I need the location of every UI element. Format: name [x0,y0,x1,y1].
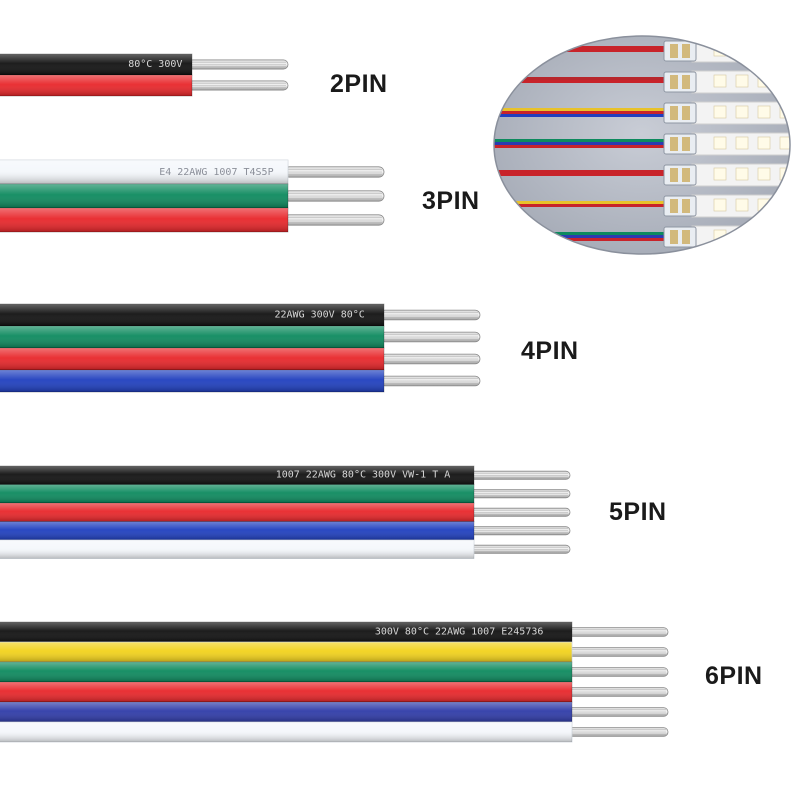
cable-4pin: 22AWG 300V 80°C [0,303,481,393]
cable-label-6pin: 6PIN [705,662,763,690]
cable-label-4pin: 4PIN [521,337,579,365]
cable-print-marking: 22AWG 300V 80°C [274,310,364,321]
strip-connector [663,133,697,155]
strip-connector [663,40,697,62]
strip-connector [663,164,697,186]
cable-print-marking: 300V 80°C 22AWG 1007 E245736 [375,626,544,637]
cable-5pin: 1007 22AWG 80°C 300V VW-1 T A [0,465,571,559]
strip-connector [663,226,697,248]
cable-2pin: 80°C 300V [0,53,289,97]
cable-print-marking: E4 22AWG 1007 T4S5P [159,167,273,178]
strip-connector [663,71,697,93]
cable-3pin: E4 22AWG 1007 T4S5P [0,159,385,233]
strip-connector [663,102,697,124]
cable-label-5pin: 5PIN [609,498,667,526]
cable-6pin: 300V 80°C 22AWG 1007 E245736 [0,621,669,743]
cable-print-marking: 1007 22AWG 80°C 300V VW-1 T A [276,469,451,480]
connector-inset-photo [493,35,791,255]
cable-print-marking: 80°C 300V [128,59,182,70]
strip-connector [663,195,697,217]
cable-label-2pin: 2PIN [330,70,388,98]
cable-label-3pin: 3PIN [422,187,480,215]
